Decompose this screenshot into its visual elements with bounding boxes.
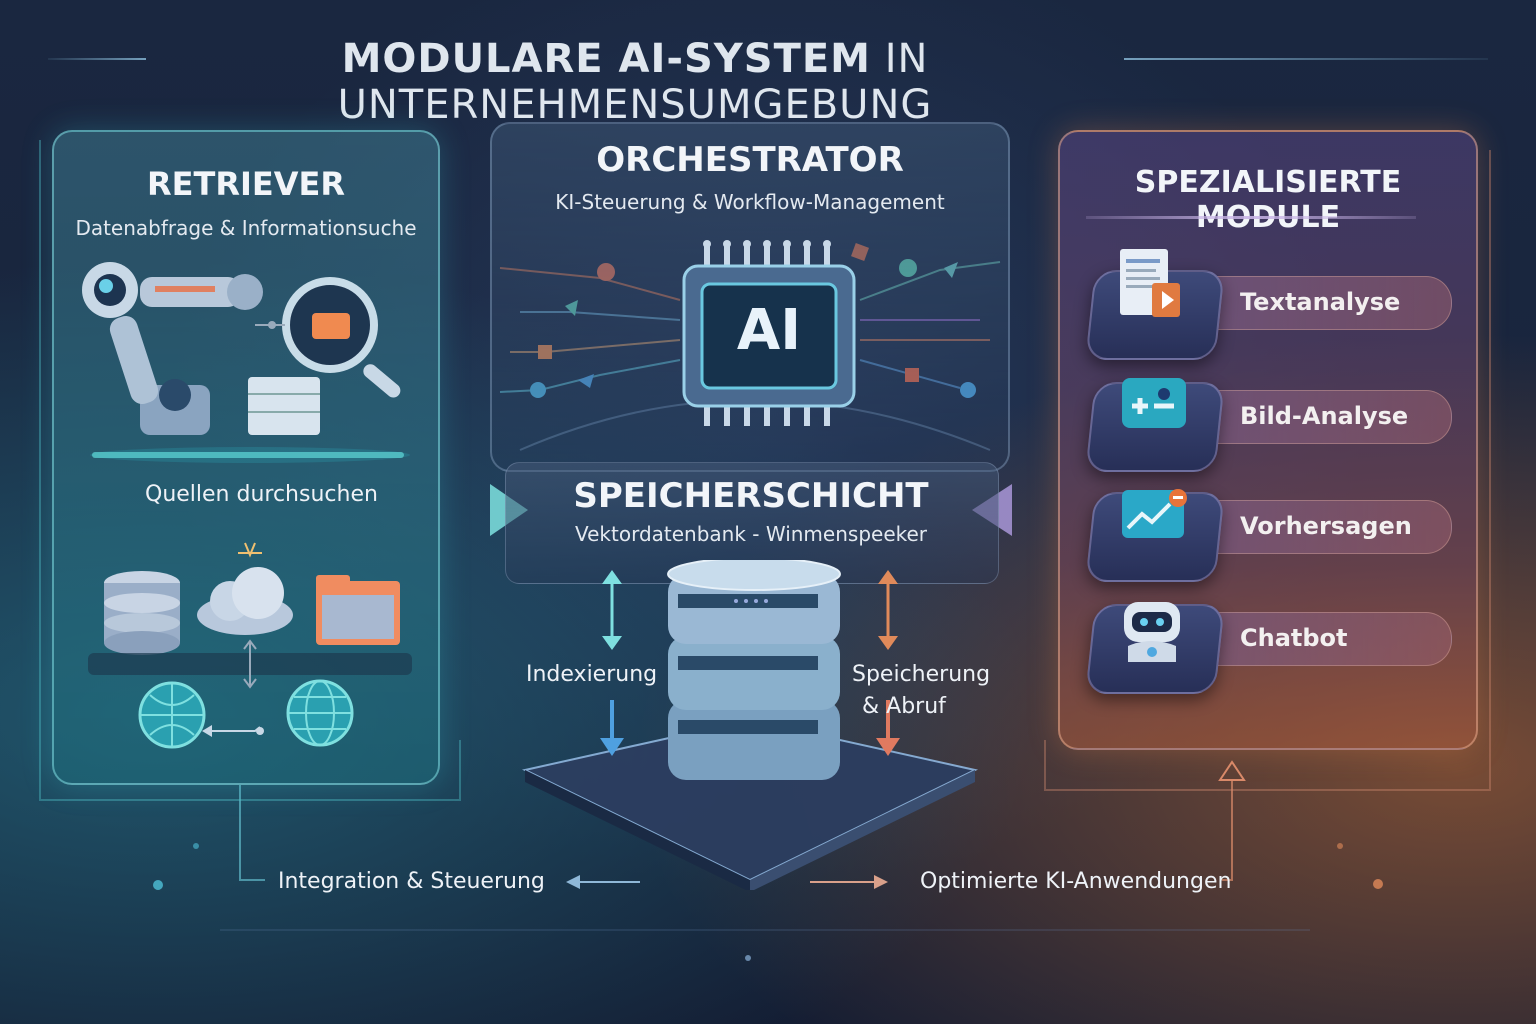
indexing-arrows-icon bbox=[600, 570, 624, 756]
folder-icon bbox=[316, 575, 400, 645]
robot-arm-icon bbox=[82, 262, 263, 435]
orchestrator-subtitle: KI-Steuerung & Workflow-Management bbox=[555, 190, 945, 214]
orchestrator-heading: ORCHESTRATOR bbox=[596, 140, 904, 180]
server-rack-icon bbox=[248, 377, 320, 435]
ai-chip-label: AI bbox=[736, 298, 802, 363]
title-bar: MODULARE AI-SYSTEM IN UNTERNEHMENSUMGEBU… bbox=[0, 28, 1536, 128]
module-label-textanalyse: Textanalyse bbox=[1240, 288, 1401, 316]
module-label-vorhersagen: Vorhersagen bbox=[1240, 512, 1412, 540]
title-bold: MODULARE AI-SYSTEM bbox=[341, 36, 871, 82]
cloud-icon bbox=[197, 567, 293, 635]
retriever-heading: RETRIEVER bbox=[147, 165, 345, 203]
search-sources-label: Quellen durchsuchen bbox=[145, 482, 378, 507]
module-label-chatbot: Chatbot bbox=[1240, 624, 1348, 652]
retriever-subtitle: Datenabfrage & Informationsuche bbox=[75, 216, 417, 240]
title-rest: IN UNTERNEHMENSUMGEBUNG bbox=[337, 36, 933, 128]
magnifier-icon bbox=[282, 277, 401, 398]
storage-label-1: Speicherung bbox=[852, 662, 991, 687]
globe-icon bbox=[138, 681, 206, 749]
storage-arrows-icon bbox=[876, 570, 900, 756]
divider bbox=[1086, 216, 1416, 219]
integration-label: Integration & Steuerung bbox=[278, 869, 545, 894]
title-line-left bbox=[48, 58, 146, 60]
document-icon-graphic bbox=[1120, 249, 1180, 317]
module-label-bild-analyse: Bild-Analyse bbox=[1240, 402, 1409, 430]
indexing-label: Indexierung bbox=[526, 662, 658, 687]
robot-icon-graphic bbox=[1124, 602, 1180, 662]
image-analysis-icon-graphic bbox=[1122, 378, 1186, 428]
title-line-right bbox=[1124, 58, 1488, 60]
divider bbox=[92, 452, 404, 458]
optimized-apps-label: Optimierte KI-Anwendungen bbox=[920, 869, 1232, 894]
database-stack-illustration bbox=[521, 560, 979, 890]
storage-subtitle: Vektordatenbank - Winmenspeeker bbox=[574, 522, 928, 546]
globe-icon bbox=[286, 679, 354, 747]
page-title: MODULARE AI-SYSTEM IN UNTERNEHMENSUMGEBU… bbox=[135, 36, 1135, 128]
chart-trend-icon-graphic bbox=[1122, 489, 1187, 538]
robot-arm-illustration bbox=[82, 262, 410, 463]
ai-chip-illustration bbox=[682, 240, 856, 426]
storage-heading: SPEICHERSCHICHT bbox=[573, 476, 929, 516]
data-sources-illustration bbox=[88, 542, 412, 749]
database-icon bbox=[104, 571, 180, 655]
storage-label-2: & Abruf bbox=[862, 694, 946, 719]
database-cylinder-icon bbox=[667, 560, 841, 780]
